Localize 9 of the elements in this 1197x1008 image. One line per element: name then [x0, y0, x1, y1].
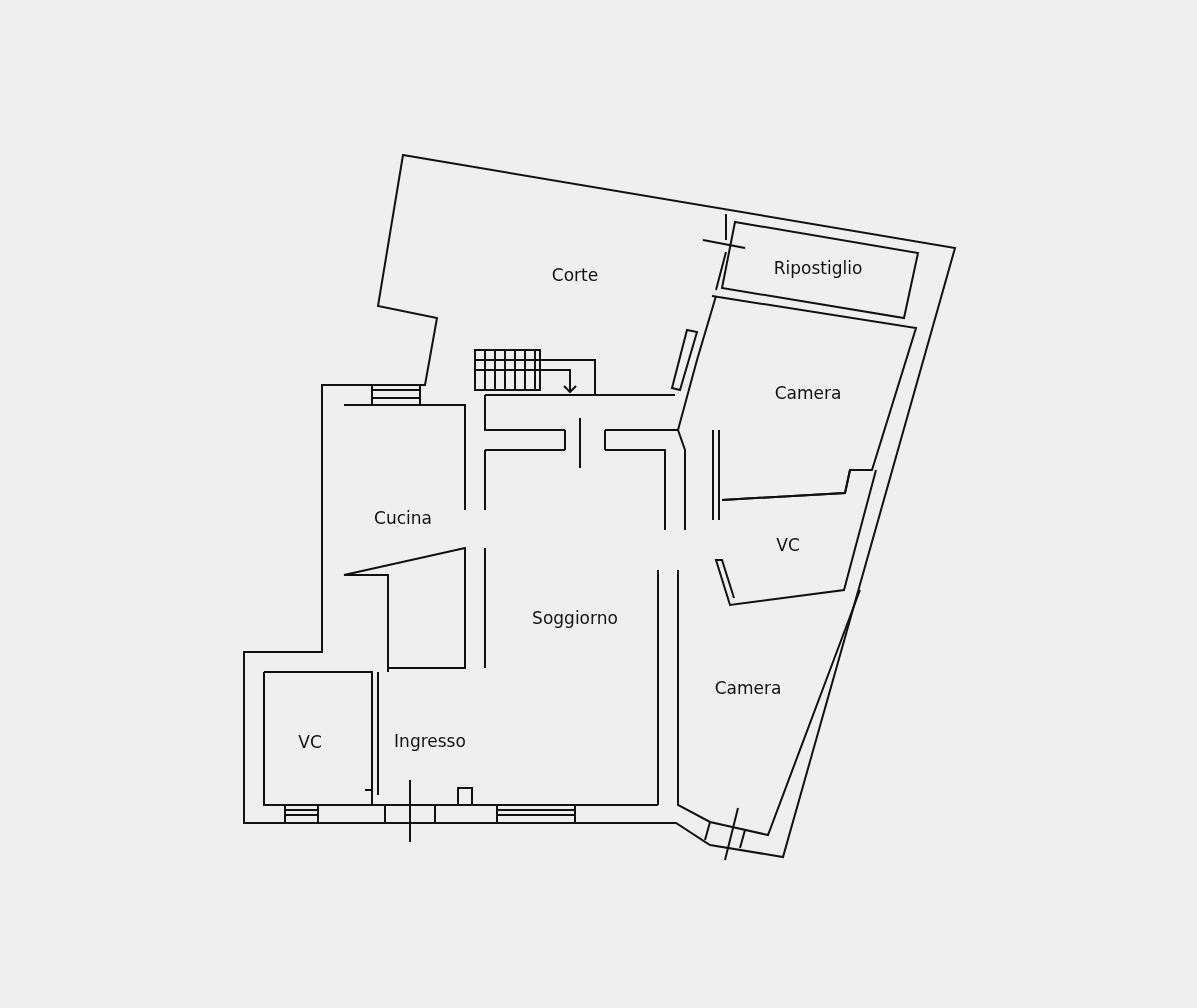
- room-label: VC: [776, 535, 800, 555]
- room-label: VC: [298, 732, 322, 752]
- room-label: Camera: [774, 383, 842, 403]
- room-label: Corte: [551, 265, 599, 285]
- room-label: Soggiorno: [532, 608, 618, 628]
- room-label: Ingresso: [394, 731, 466, 751]
- room-label: Cucina: [374, 508, 432, 528]
- room-label: Ripostiglio: [773, 258, 863, 278]
- room-label: Camera: [714, 678, 782, 698]
